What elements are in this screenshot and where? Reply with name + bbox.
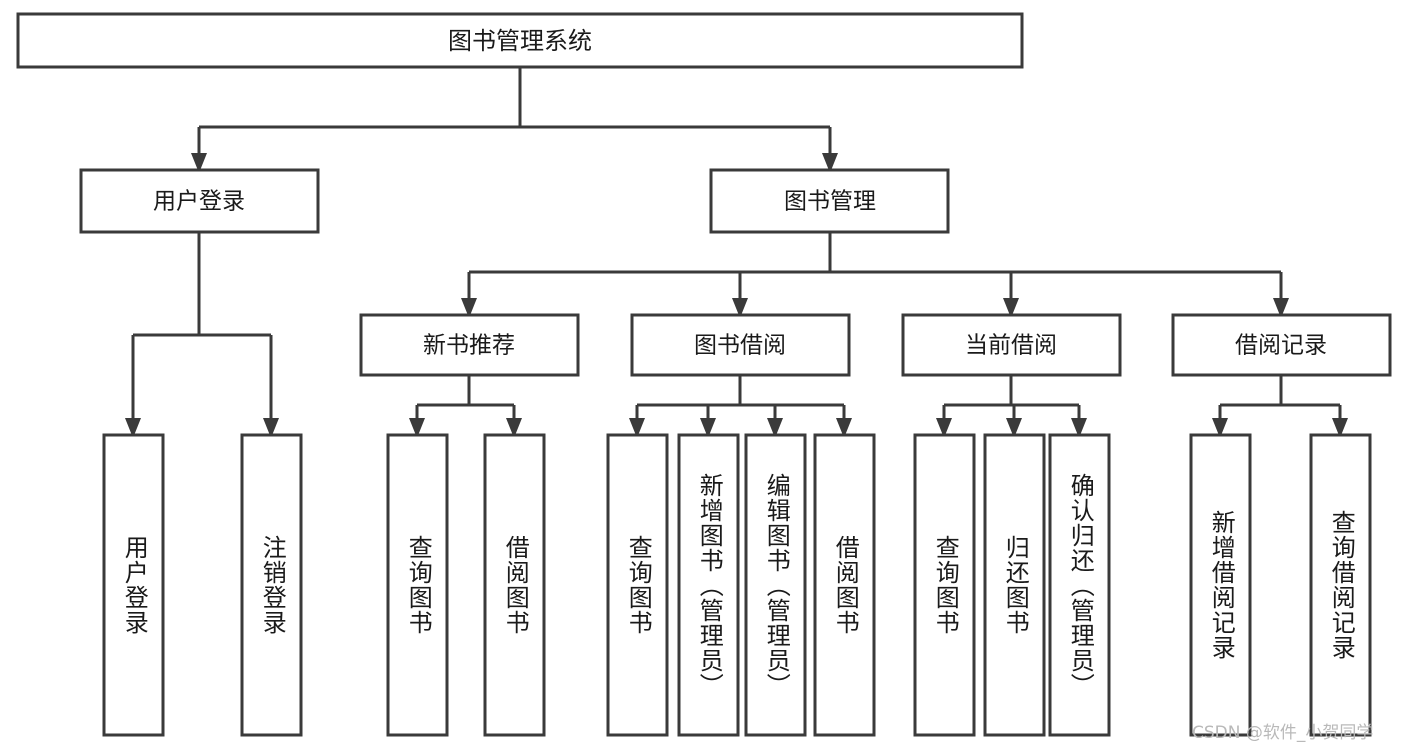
node-leaf-logout[interactable] [240, 433, 303, 737]
connector-root-to-level2 [191, 67, 838, 173]
csdn-watermark: CSDN @软件_小贺同学 [1192, 723, 1374, 743]
node-leaf-return-book[interactable] [983, 433, 1046, 737]
connector-borrow-record-to-leaves [1212, 375, 1348, 438]
node-leaf-borrow-book-2[interactable] [813, 433, 876, 737]
node-current-borrow-label: 当前借阅 [965, 333, 1057, 359]
node-leaf-confirm-return[interactable] [1048, 433, 1111, 737]
node-current-borrow[interactable]: 当前借阅 [901, 313, 1122, 377]
connector-new-book-recommend-to-leaves [409, 375, 522, 438]
node-leaf-query-record[interactable] [1309, 433, 1372, 737]
node-leaf-user-login[interactable] [102, 433, 165, 737]
connector-book-borrow-to-leaves [629, 375, 852, 438]
node-borrow-record-label: 借阅记录 [1235, 333, 1327, 359]
node-leaf-add-book[interactable] [677, 433, 740, 737]
connector-current-borrow-to-leaves [936, 375, 1087, 438]
node-user-login-label: 用户登录 [153, 189, 245, 215]
node-leaf-borrow-book-1[interactable] [483, 433, 546, 737]
node-book-borrow[interactable]: 图书借阅 [630, 313, 851, 377]
node-leaf-query-book-1[interactable] [386, 433, 449, 737]
node-user-login[interactable]: 用户登录 [79, 168, 320, 234]
node-root[interactable]: 图书管理系统 [16, 12, 1024, 69]
node-new-book-recommend[interactable]: 新书推荐 [359, 313, 580, 377]
connector-book-manage-to-level3 [461, 232, 1289, 318]
node-new-book-recommend-label: 新书推荐 [423, 333, 515, 359]
node-leaf-edit-book[interactable] [744, 433, 807, 737]
node-book-borrow-label: 图书借阅 [694, 333, 786, 359]
node-book-manage[interactable]: 图书管理 [709, 168, 950, 234]
node-leaf-add-record[interactable] [1189, 433, 1252, 737]
node-book-manage-label: 图书管理 [784, 189, 876, 215]
node-borrow-record[interactable]: 借阅记录 [1171, 313, 1392, 377]
connector-user-login-to-leaves [125, 232, 279, 438]
node-leaf-query-book-2[interactable] [606, 433, 669, 737]
node-root-label: 图书管理系统 [448, 27, 592, 55]
node-leaf-query-book-3[interactable] [913, 433, 976, 737]
